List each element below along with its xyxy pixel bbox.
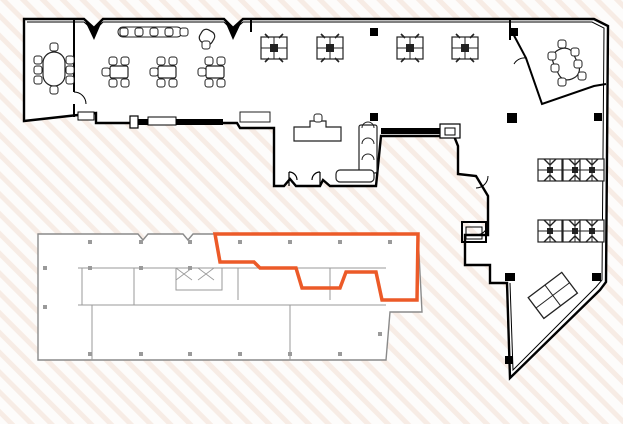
reception <box>239 111 378 183</box>
ne-meeting-room <box>547 39 587 87</box>
game-table <box>527 271 579 320</box>
corridor-features <box>77 111 461 139</box>
columns <box>370 28 602 364</box>
floor-outline <box>22 17 610 381</box>
lounge-seating <box>101 26 225 87</box>
highlighted-suite-outline <box>212 232 420 302</box>
west-meeting-room <box>33 42 75 95</box>
key-plan <box>37 232 423 361</box>
